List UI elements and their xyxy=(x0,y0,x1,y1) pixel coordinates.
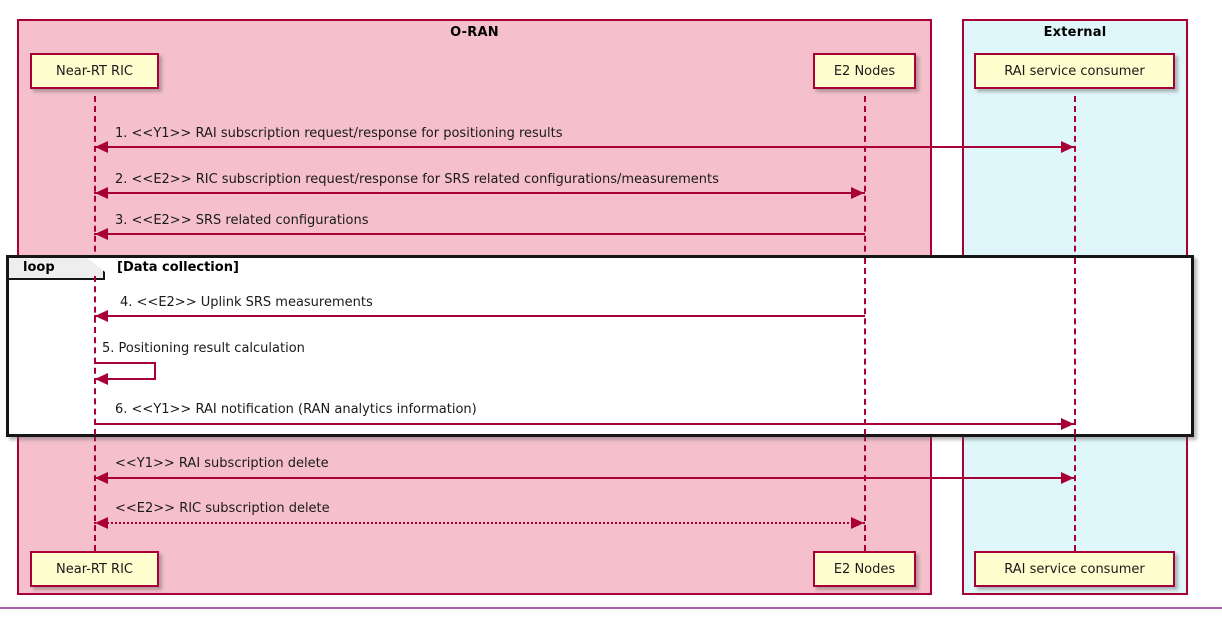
message-line-6 xyxy=(94,423,1075,425)
loop-condition: [Data collection] xyxy=(117,260,239,275)
message-label-7: <<Y1>> RAI subscription delete xyxy=(115,456,329,471)
arrowhead-left-icon-3 xyxy=(95,228,108,240)
message-line-1 xyxy=(94,146,1075,148)
message-line-2 xyxy=(94,192,865,194)
lifeline-e2-nodes-in-loop xyxy=(864,258,866,435)
message-label-6: 6. <<Y1>> RAI notification (RAN analytic… xyxy=(115,402,477,417)
message-label-1: 1. <<Y1>> RAI subscription request/respo… xyxy=(115,126,563,141)
loop-fragment: loop [Data collection] xyxy=(6,255,1194,437)
participant-label: Near-RT RIC xyxy=(56,63,133,79)
participant-rai-service-consumer-top[interactable]: RAI service consumer xyxy=(974,53,1175,89)
lifeline-rai-service-consumer-in-loop xyxy=(1074,258,1076,435)
participant-label: RAI service consumer xyxy=(1004,561,1145,577)
arrowhead-right-icon-2 xyxy=(851,187,864,199)
arrowhead-right-icon-1 xyxy=(1061,141,1074,153)
participant-rai-service-consumer-bottom[interactable]: RAI service consumer xyxy=(974,551,1175,587)
group-title-oran: O-RAN xyxy=(450,25,499,40)
message-line-8 xyxy=(94,522,865,524)
participant-near-rt-ric-bottom[interactable]: Near-RT RIC xyxy=(30,551,159,587)
arrowhead-left-icon-4 xyxy=(95,310,108,322)
participant-e2-nodes-bottom[interactable]: E2 Nodes xyxy=(813,551,916,587)
participant-label: E2 Nodes xyxy=(833,561,896,577)
participant-e2-nodes-top[interactable]: E2 Nodes xyxy=(813,53,916,89)
message-label-3: 3. <<E2>> SRS related configurations xyxy=(115,213,369,228)
message-line-7 xyxy=(94,477,1075,479)
message-label-8: <<E2>> RIC subscription delete xyxy=(115,501,330,516)
footer-divider xyxy=(0,607,1222,609)
arrowhead-right-icon-8 xyxy=(851,517,864,529)
lifeline-near-rt-ric-in-loop xyxy=(94,276,96,435)
participant-label: Near-RT RIC xyxy=(56,561,133,577)
group-title-external: External xyxy=(1043,25,1107,40)
loop-label: loop xyxy=(23,260,55,275)
arrowhead-left-icon-7 xyxy=(95,472,108,484)
participant-label: RAI service consumer xyxy=(1004,63,1145,79)
arrowhead-left-icon-8 xyxy=(95,517,108,529)
arrowhead-left-icon-5 xyxy=(95,373,108,385)
self-message-loop-5 xyxy=(94,362,156,380)
message-label-2: 2. <<E2>> RIC subscription request/respo… xyxy=(115,172,719,187)
message-label-4: 4. <<E2>> Uplink SRS measurements xyxy=(120,295,373,310)
message-line-3 xyxy=(94,233,865,235)
arrowhead-left-icon-1 xyxy=(95,141,108,153)
message-line-4 xyxy=(94,315,865,317)
participant-near-rt-ric-top[interactable]: Near-RT RIC xyxy=(30,53,159,89)
arrowhead-right-icon-7 xyxy=(1061,472,1074,484)
arrowhead-left-icon-2 xyxy=(95,187,108,199)
arrowhead-right-icon-6 xyxy=(1061,418,1074,430)
message-label-5: 5. Positioning result calculation xyxy=(102,341,305,356)
participant-label: E2 Nodes xyxy=(833,63,896,79)
